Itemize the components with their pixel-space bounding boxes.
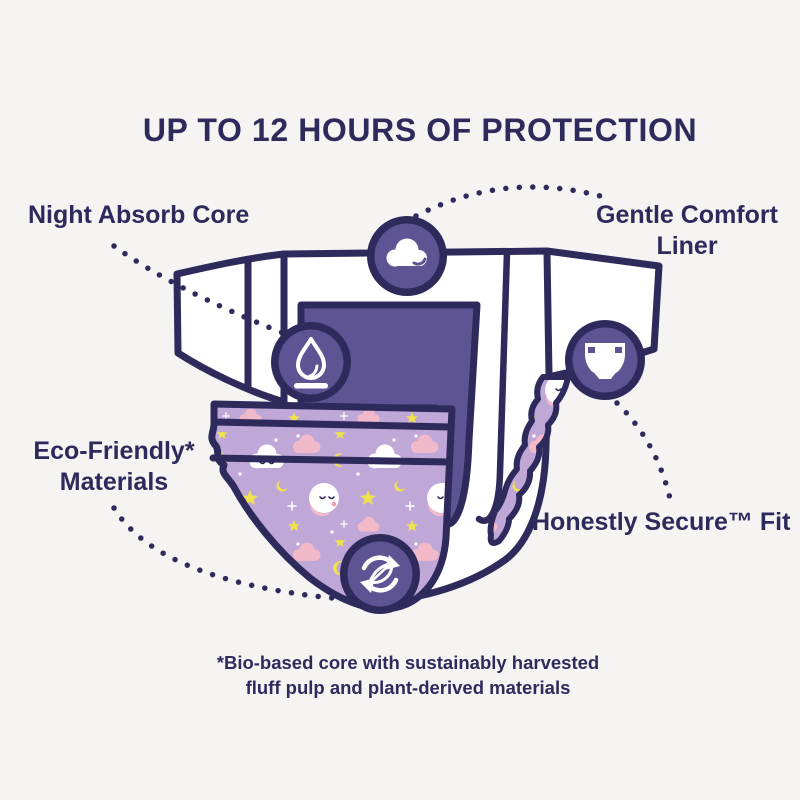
callout-night-absorb-core: Night Absorb Core <box>28 201 250 229</box>
panel-stripe-1 <box>211 418 455 431</box>
callout-honestly-secure-fit: Honestly Secure™ Fit <box>532 508 791 536</box>
badge-diaper <box>565 320 645 400</box>
badge-cloud <box>367 216 447 296</box>
callout-line: Liner <box>656 232 718 260</box>
connector-honestly-secure <box>614 400 674 506</box>
water-drop-icon <box>294 337 328 389</box>
callout-line: Eco-Friendly* <box>33 437 195 465</box>
panel-stripe-2 <box>209 454 453 466</box>
right-fold-line <box>543 248 553 379</box>
recycle-leaf-icon <box>360 555 400 593</box>
callout-eco-friendly-materials: Eco-Friendly* Materials <box>28 436 200 498</box>
callout-line: Gentle Comfort <box>596 201 778 229</box>
badge-recycle <box>340 534 420 614</box>
connector-night-absorb <box>111 243 286 336</box>
page-title: UP TO 12 HOURS OF PROTECTION <box>142 112 698 148</box>
leg-ruffle <box>487 374 571 546</box>
footnote-line: *Bio-based core with sustainably harvest… <box>216 652 600 673</box>
connector-gentle-comfort <box>413 184 607 219</box>
callout-gentle-comfort-liner: Gentle Comfort Liner <box>572 200 800 262</box>
callout-line: Materials <box>59 468 169 496</box>
diaper-icon <box>581 343 629 387</box>
connector-eco-friendly <box>111 505 335 601</box>
footnote: *Bio-based core with sustainably harvest… <box>0 650 800 700</box>
cloud-icon <box>386 238 427 267</box>
footnote-line: fluff pulp and plant-derived materials <box>245 677 571 698</box>
badge-drop <box>271 322 351 402</box>
